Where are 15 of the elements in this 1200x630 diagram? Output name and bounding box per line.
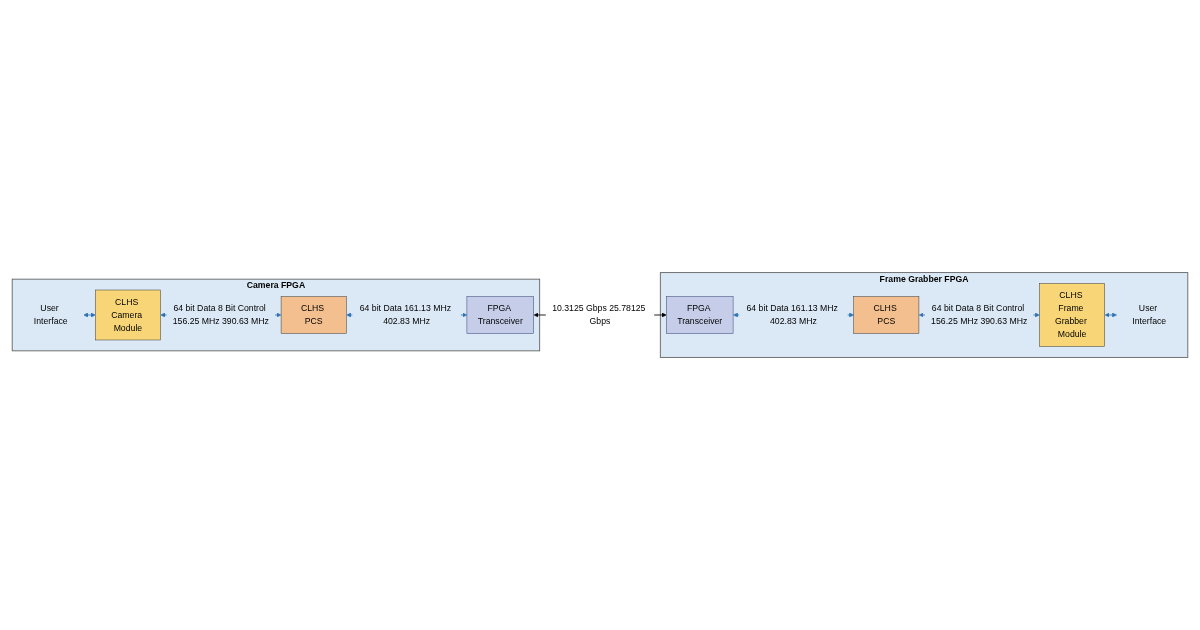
arrow <box>83 312 96 318</box>
node-box: CLHS Camera Module <box>95 289 161 341</box>
node-box: CLHS PCS <box>853 296 920 334</box>
edge-label: 64 bit Data 161.13 MHz 402.83 MHz <box>746 303 838 326</box>
node-text: User Interface <box>1132 303 1167 326</box>
edge-label: 10.3125 Gbps 25.78125 Gbps <box>552 303 646 326</box>
edge-label: 64 bit Data 8 Bit Control 156.25 MHz 390.63 MHz <box>172 303 269 326</box>
node-box: FPGA Transceiver <box>666 296 734 334</box>
node-box: CLHS PCS <box>280 296 347 334</box>
edge-label: 64 bit Data 161.13 MHz 402.83 MHz <box>359 303 452 326</box>
node-box: FPGA Transceiver <box>466 296 534 334</box>
edge-label: 64 bit Data 8 Bit Control 156.25 MHz 390.63 MHz <box>931 303 1028 326</box>
node-text: User Interface <box>33 303 68 326</box>
node-box: CLHS Frame Grabber Module <box>1039 283 1105 347</box>
arrow <box>1104 312 1117 318</box>
